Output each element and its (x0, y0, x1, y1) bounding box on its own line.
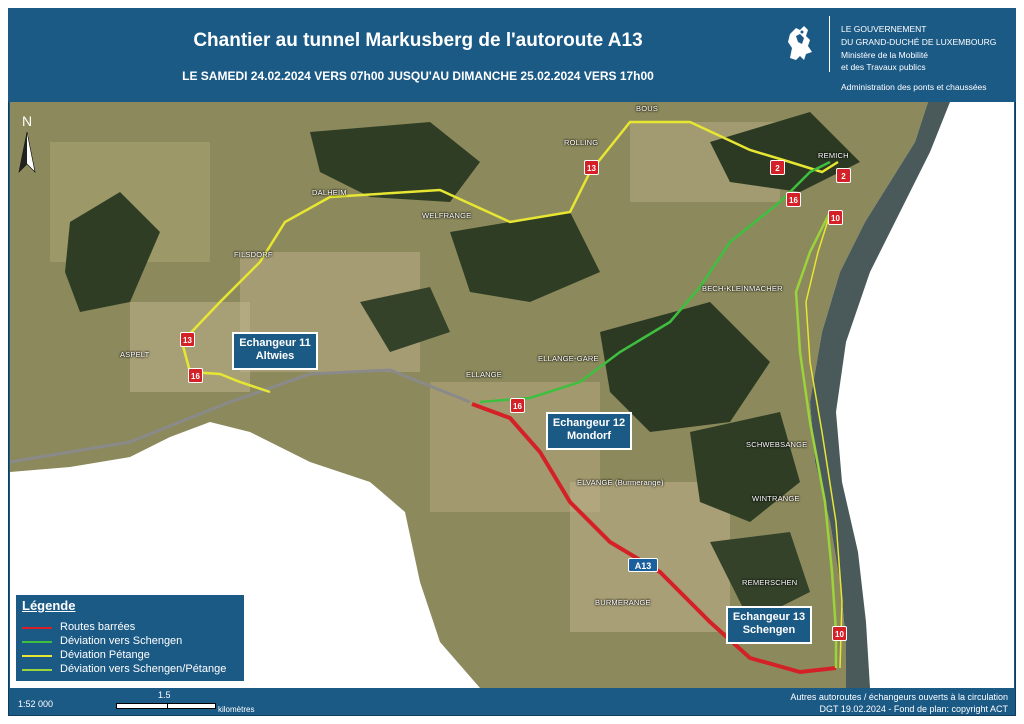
scale-unit: kilomètres (218, 705, 255, 714)
footer-note: Autres autoroutes / échangeurs ouverts à… (790, 692, 1008, 702)
detour-schengen-line (479, 160, 831, 404)
government-divider (829, 16, 830, 72)
place-label: REMICH (818, 151, 849, 160)
government-line-3: Ministère de la Mobilité (841, 50, 928, 60)
place-label: FILSDORF (234, 250, 273, 259)
page-title: Chantier au tunnel Markusberg de l'autor… (193, 30, 643, 51)
north-arrow-icon: N (18, 113, 36, 173)
interchange-12-line2: Mondorf (567, 430, 611, 442)
interchange-11-line1: Echangeur 11 (239, 337, 311, 349)
legend-swatch-yellow (22, 655, 52, 657)
interchange-13[interactable]: Echangeur 13 Schengen (726, 606, 812, 644)
government-line-5: Administration des ponts et chaussées (841, 82, 987, 92)
interchange-13-line2: Schengen (742, 624, 796, 636)
legend-label: Déviation Pétange (60, 649, 150, 661)
map-legend: Légende Routes barrées Déviation vers Sc… (14, 593, 246, 683)
legend-row-petange: Déviation Pétange (22, 649, 242, 663)
legend-swatch-red (22, 627, 52, 629)
interchange-12[interactable]: Echangeur 12 Mondorf (546, 412, 632, 450)
place-label: WINTRANGE (752, 494, 800, 503)
route-badge: 16 (510, 398, 525, 413)
interchange-11-line2: Altwies (255, 350, 295, 362)
route-badge: 10 (832, 626, 847, 641)
closed-road-a13 (471, 402, 837, 675)
place-label: ROLLING (564, 138, 599, 147)
scale-value: 1.5 (158, 690, 171, 700)
legend-row-schengen: Déviation vers Schengen (22, 635, 242, 649)
header-banner: Chantier au tunnel Markusberg de l'autor… (8, 8, 1016, 102)
legend-row-closed: Routes barrées (22, 621, 242, 635)
place-label: REMERSCHEN (742, 578, 798, 587)
legend-title: Légende (22, 598, 76, 613)
place-label: BECH-KLEINMACHER (702, 284, 783, 293)
place-label: BOUS (636, 104, 659, 113)
place-label: DALHEIM (312, 188, 347, 197)
svg-text:N: N (22, 113, 32, 129)
interchange-13-line1: Echangeur 13 (732, 611, 806, 623)
legend-label: Déviation vers Schengen/Pétange (60, 663, 227, 675)
red-lion-icon (788, 26, 812, 60)
route-badge: 16 (786, 192, 801, 207)
place-label: BURMERANGE (595, 598, 651, 607)
place-label: ASPELT (120, 350, 150, 359)
place-label: SCHWEBSANGE (746, 440, 808, 449)
government-line-1: LE GOUVERNEMENT (841, 24, 927, 34)
route-badge: 13 (584, 160, 599, 175)
page-subtitle: LE SAMEDI 24.02.2024 VERS 07h00 JUSQU'AU… (182, 69, 654, 83)
route-badge: 16 (188, 368, 203, 383)
detour-both-line (794, 211, 838, 668)
route-badge: 2 (836, 168, 851, 183)
government-line-4: et des Travaux publics (841, 62, 926, 72)
legend-swatch-green (22, 641, 52, 643)
place-label: ELLANGE-GARE (538, 354, 599, 363)
legend-row-both: Déviation vers Schengen/Pétange (22, 663, 242, 677)
route-badge: 13 (180, 332, 195, 347)
scale-bar (116, 703, 216, 709)
place-label: WELFRANGE (422, 211, 472, 220)
legend-label: Routes barrées (60, 621, 136, 633)
place-label: ELLANGE (466, 370, 502, 379)
interchange-12-line1: Echangeur 12 (552, 417, 626, 429)
map-canvas[interactable]: N BOUS ROLLING REMICH DALHEIM WELFRANGE … (10, 102, 1014, 688)
route-badge: 10 (828, 210, 843, 225)
footer-credit: DGT 19.02.2024 - Fond de plan: copyright… (819, 704, 1008, 714)
motorway-badge: A13 (628, 558, 658, 572)
legend-label: Déviation vers Schengen (60, 635, 183, 647)
scale-ratio: 1:52 000 (18, 699, 54, 709)
interchange-11[interactable]: Echangeur 11 Altwies (232, 332, 318, 370)
legend-swatch-yellow-green (22, 669, 52, 671)
government-line-2: DU GRAND-DUCHÉ DE LUXEMBOURG (841, 37, 997, 47)
place-label: ELVANGE (Burmerange) (577, 478, 664, 487)
route-badge: 2 (770, 160, 785, 175)
